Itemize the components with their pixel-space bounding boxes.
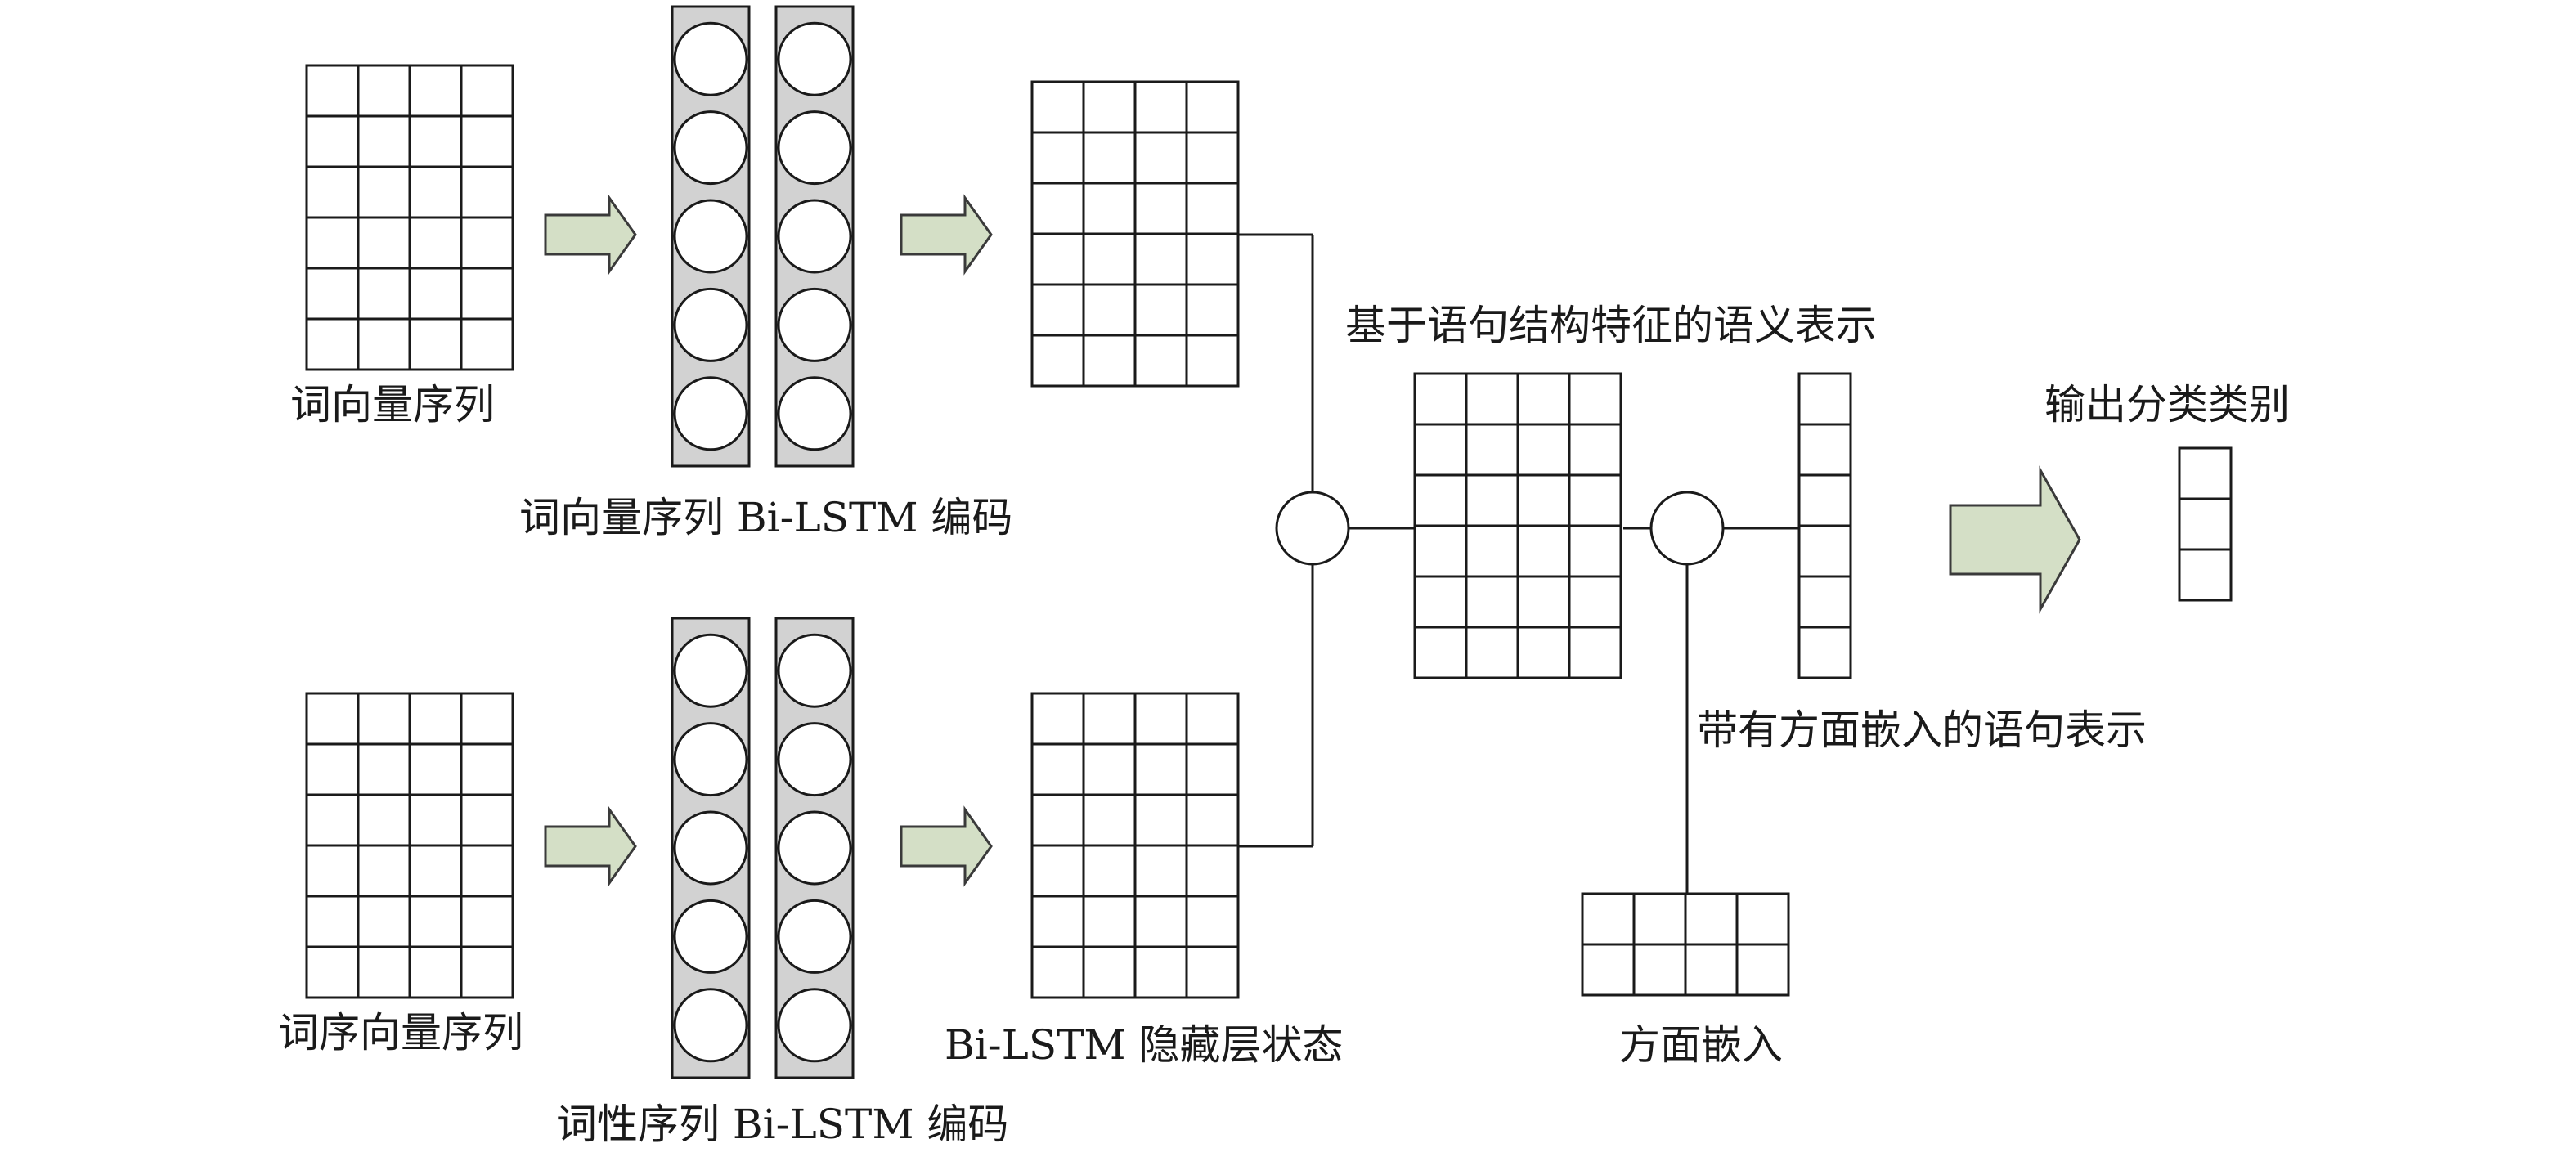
word-vector-matrix <box>305 64 514 371</box>
lstm-cell-circle <box>777 199 852 274</box>
lstm-column-bottom-backward <box>774 617 855 1079</box>
lstm-cell-circle <box>777 376 852 451</box>
label-word-vector-bilstm: 词向量序列 Bi-LSTM 编码 <box>519 494 1012 541</box>
merge-node <box>1275 491 1350 566</box>
output-arrow <box>1949 465 2081 614</box>
lstm-cell-circle <box>673 722 748 797</box>
lstm-cell-circle <box>673 21 748 96</box>
sentence-representation-vector <box>1797 372 1852 679</box>
input-arrow-bottom <box>544 805 637 887</box>
lstm-cell-circle <box>777 722 852 797</box>
lstm-cell-circle <box>777 633 852 708</box>
lstm-column-top-forward <box>671 5 751 468</box>
aspect-embedding-matrix <box>1581 892 1790 997</box>
lstm-cell-circle <box>777 110 852 186</box>
lstm-cell-circle <box>777 899 852 974</box>
label-aspect-embedding: 方面嵌入 <box>1619 1021 1783 1069</box>
connector-lines <box>1239 233 1799 894</box>
label-bilstm-hidden-state: Bi-LSTM 隐藏层状态 <box>945 1021 1344 1069</box>
output-class-vector-frame <box>2178 446 2233 602</box>
lstm-cell-circle <box>673 633 748 708</box>
lstm-cell-circle <box>673 988 748 1063</box>
lstm-cell-circle <box>673 199 748 274</box>
label-semantic-representation: 基于语句结构特征的语义表示 <box>1345 302 1877 349</box>
lstm-cell-circle <box>777 988 852 1063</box>
label-pos-sequence-bilstm: 词性序列 Bi-LSTM 编码 <box>556 1101 1008 1148</box>
diagram-shapes <box>305 5 2233 1079</box>
aspect-merge-node <box>1649 491 1725 566</box>
lstm-cell-circle <box>673 376 748 451</box>
lstm-cell-circle <box>673 287 748 362</box>
lstm-cell-circle <box>673 810 748 886</box>
semantic-representation-matrix <box>1413 372 1622 679</box>
label-output-class: 输出分类类别 <box>2044 381 2290 428</box>
label-sentence-with-aspect-embedding: 带有方面嵌入的语句表示 <box>1697 706 2147 754</box>
bilstm-arrow-top <box>900 194 993 276</box>
label-word-order-vector-sequence: 词序向量序列 <box>278 1009 523 1056</box>
hidden-state-matrix-top <box>1030 80 1240 388</box>
word-order-vector-matrix <box>305 692 514 999</box>
lstm-cell-circle <box>777 287 852 362</box>
bilstm-arrow-bottom <box>900 805 993 887</box>
lstm-cell-circle <box>777 21 852 96</box>
output-class-vector <box>2178 446 2233 602</box>
lstm-cell-circle <box>777 810 852 886</box>
input-arrow-top <box>544 194 637 276</box>
label-word-vector-sequence: 词向量序列 <box>290 381 495 428</box>
lstm-column-top-backward <box>774 5 855 468</box>
lstm-cell-circle <box>673 899 748 974</box>
lstm-cell-circle <box>673 110 748 186</box>
hidden-state-matrix-bottom <box>1030 692 1240 999</box>
lstm-column-bottom-forward <box>671 617 751 1079</box>
